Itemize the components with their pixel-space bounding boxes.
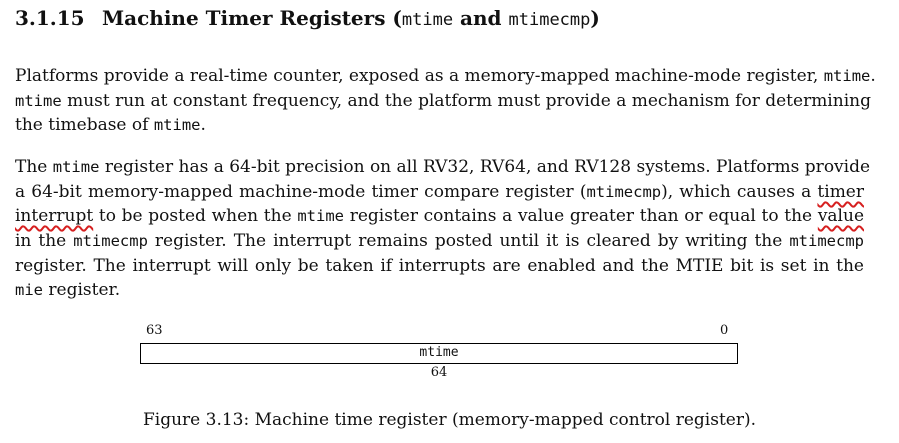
register-field-box: mtime bbox=[140, 343, 738, 364]
section-title-code: mtime bbox=[401, 10, 454, 30]
spellcheck-word[interactable]: value bbox=[817, 206, 864, 226]
register-lsb-label: 0 bbox=[720, 323, 729, 338]
code-mtimecmp: mtimecmp bbox=[73, 232, 148, 250]
section-number: 3.1.15 bbox=[15, 6, 85, 30]
code-mtime: mtime bbox=[823, 67, 871, 85]
text: register has a 64-bit precision on all R… bbox=[99, 157, 871, 177]
paragraph-2-line-6: mie register. bbox=[15, 280, 120, 300]
text: in the bbox=[15, 231, 74, 251]
register-msb-label: 63 bbox=[146, 323, 163, 338]
figure-caption: Figure 3.13: Machine time register (memo… bbox=[142, 410, 757, 430]
paragraph-1-line-2: mtime must run at constant frequency, an… bbox=[15, 91, 871, 111]
section-title: and bbox=[453, 6, 509, 30]
code-mie: mie bbox=[15, 281, 43, 299]
paragraph-2-line-3: interrupt to be posted when the mtime re… bbox=[15, 206, 864, 226]
register-field-width: 64 bbox=[430, 365, 448, 380]
paragraph-2-line-2: a 64-bit memory-mapped machine-mode time… bbox=[15, 182, 864, 202]
paragraph-2-line-4: in the mtimecmp register. The interrupt … bbox=[15, 231, 864, 251]
code-mtime: mtime bbox=[52, 158, 100, 176]
text: register contains a value greater than o… bbox=[344, 206, 818, 226]
code-mtimecmp: mtimecmp bbox=[586, 183, 662, 201]
text: a 64-bit memory-mapped machine-mode time… bbox=[15, 182, 587, 202]
paragraph-1-line-3: the timebase of mtime. bbox=[15, 115, 206, 135]
text: . bbox=[870, 66, 876, 86]
text: . bbox=[200, 115, 206, 135]
text: must run at constant frequency, and the … bbox=[61, 91, 871, 111]
section-heading: 3.1.15 Machine Timer Registers (mtime and… bbox=[15, 6, 600, 30]
code-mtime: mtime bbox=[297, 207, 345, 225]
paragraph-2-line-5: register. The interrupt will only be tak… bbox=[15, 256, 864, 276]
register-field-name: mtime bbox=[419, 345, 459, 360]
code-mtime: mtime bbox=[15, 92, 62, 110]
text: the timebase of bbox=[15, 115, 154, 135]
section-title: Machine Timer Registers ( bbox=[102, 6, 402, 30]
text: register. The interrupt remains posted u… bbox=[147, 231, 790, 251]
text: register. bbox=[43, 280, 121, 300]
text: register. The interrupt will only be tak… bbox=[15, 256, 864, 276]
spellcheck-word[interactable]: timer bbox=[817, 182, 864, 202]
section-title: ) bbox=[590, 6, 600, 30]
paragraph-1-line-1: Platforms provide a real-time counter, e… bbox=[15, 66, 876, 86]
text: The bbox=[15, 157, 53, 177]
paragraph-2-line-1: The mtime register has a 64-bit precisio… bbox=[15, 157, 870, 177]
text: to be posted when the bbox=[93, 206, 298, 226]
spellcheck-word[interactable]: interrupt bbox=[15, 206, 94, 226]
register-diagram: 63 0 mtime 64 bbox=[140, 323, 740, 383]
text: Platforms provide a real-time counter, e… bbox=[15, 66, 824, 86]
code-mtime: mtime bbox=[153, 116, 201, 134]
code-mtimecmp: mtimecmp bbox=[789, 232, 864, 250]
section-title-code: mtimecmp bbox=[508, 10, 591, 30]
text: ), which causes a bbox=[661, 182, 818, 202]
